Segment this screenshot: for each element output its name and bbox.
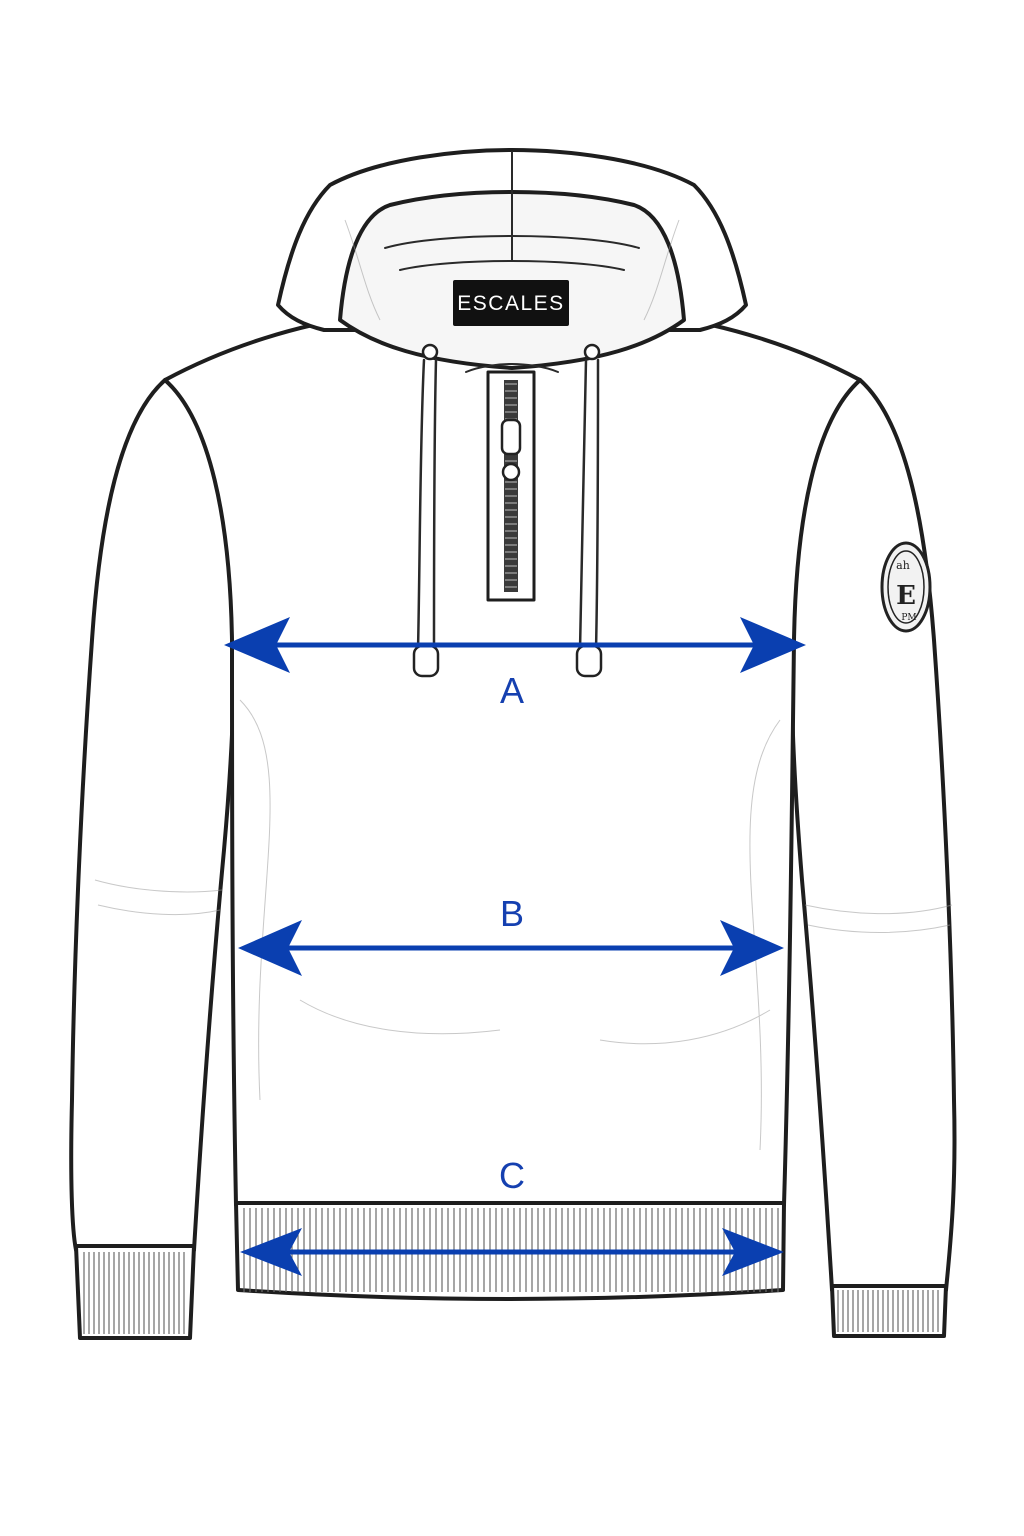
measurement-a-right-arrow-icon (740, 617, 806, 673)
right-sleeve (789, 378, 957, 1292)
measurement-b-right-arrow-icon (720, 920, 784, 976)
measurement-a-label: A (500, 670, 524, 711)
left-cuff (74, 1244, 196, 1340)
measurement-a: A (224, 617, 806, 711)
brand-label: ESCALES (453, 280, 569, 326)
left-eyelet-icon (421, 343, 439, 361)
left-sleeve (69, 378, 237, 1252)
measurement-c: C (240, 1155, 784, 1276)
measurement-b-left-arrow-icon (238, 920, 302, 976)
measurement-c-right-arrow-icon (722, 1228, 784, 1276)
measurement-c-label: C (499, 1155, 525, 1196)
sleeve-patch-bottom-text: PM (901, 613, 916, 623)
zipper-slider-icon (501, 462, 521, 482)
zipper-pull-icon (500, 418, 522, 456)
zipper-placket (465, 362, 559, 602)
measurement-a-left-arrow-icon (224, 617, 290, 673)
brand-label-text: ESCALES (457, 292, 564, 315)
right-eyelet-icon (583, 343, 601, 361)
sleeve-patch-top-text: ah (896, 559, 910, 572)
right-aglet-icon (575, 644, 603, 678)
sleeve-patch: ah E PM (880, 541, 932, 633)
measurement-c-left-arrow-icon (240, 1228, 302, 1276)
drawstrings (412, 343, 603, 678)
sleeve-patch-badge-icon (880, 541, 932, 633)
sleeve-patch-letter: E (896, 581, 916, 611)
measurement-b-label: B (500, 893, 524, 934)
left-aglet-icon (412, 644, 440, 678)
brand-label-background (453, 280, 569, 326)
hood (276, 148, 748, 370)
right-cuff (830, 1284, 948, 1338)
measurement-b: B (238, 893, 784, 976)
